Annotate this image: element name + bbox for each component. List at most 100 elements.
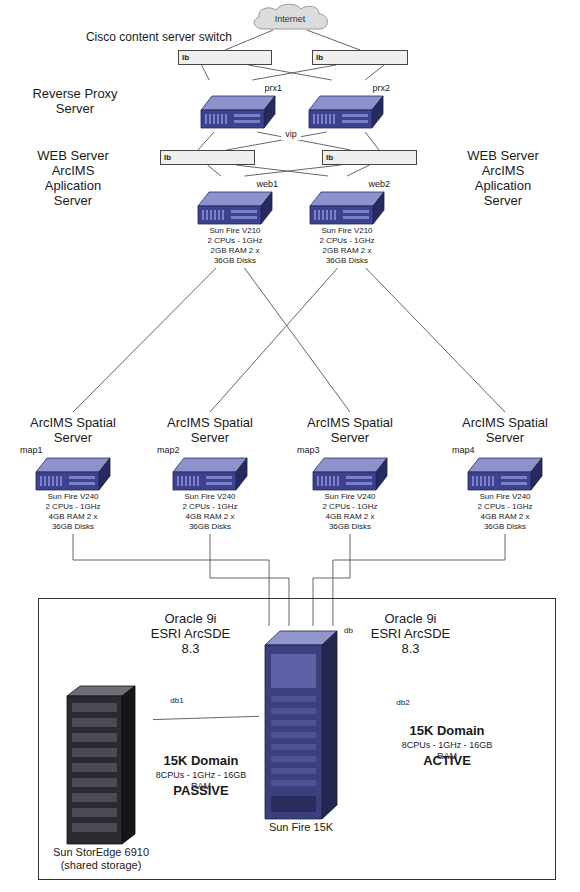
network-link [236, 165, 328, 176]
drive-slot [234, 120, 260, 123]
network-link [249, 65, 332, 80]
server-side [264, 96, 275, 128]
proxy-server: prx1 [190, 80, 286, 132]
network-link [225, 30, 273, 50]
drive-shelf [72, 718, 117, 727]
drive-shelf [72, 748, 117, 757]
content-switch: lb [322, 150, 417, 165]
cabinet-slot [271, 696, 316, 702]
server-vent [52, 476, 54, 486]
network-link [252, 65, 336, 80]
server-vent [484, 476, 486, 486]
cabinet-slot [271, 732, 316, 738]
server-front [313, 472, 376, 490]
software-stack: Oracle 9i ESRI ArcSDE 8.3 [149, 611, 232, 656]
server-label: Sun Fire 15K [259, 821, 343, 834]
domain-title: 15K Domain [391, 723, 503, 738]
storage-array: Sun StorEdge 6910 (shared storage) [49, 681, 153, 874]
server-front [309, 110, 372, 128]
server-vent [56, 476, 58, 486]
drive-slot [346, 476, 372, 479]
server-vent [214, 210, 216, 220]
drive-slot [346, 482, 372, 485]
server-vent [321, 476, 323, 486]
server-top [201, 96, 275, 110]
cloud-outline [254, 4, 327, 29]
drive-shelf [72, 763, 117, 772]
spatial-server: ArcIMS Spatial Servermap4Sun Fire V240 2… [446, 412, 564, 534]
domain-state: PASSIVE [145, 783, 257, 798]
drive-slot [343, 210, 369, 213]
server-vent [317, 114, 319, 124]
domain-state: ACTIVE [391, 753, 503, 768]
drive-shelf [72, 823, 117, 832]
device-caption: Cisco content server switch [52, 30, 232, 44]
server-side [99, 458, 110, 490]
server-vent [329, 114, 331, 124]
server-vent [317, 476, 319, 486]
network-link [257, 132, 350, 150]
server-vent [318, 210, 320, 220]
server-vent [221, 114, 223, 124]
network-link [313, 534, 350, 626]
server-icon [200, 95, 276, 129]
server-top [313, 458, 387, 472]
cluster-boundary: Oracle 9i ESRI ArcSDE 8.3Oracle 9i ESRI … [38, 598, 556, 880]
drive-shelf [72, 703, 117, 712]
server-vent [492, 476, 494, 486]
server-vent [210, 210, 212, 220]
cabinet-slot [271, 756, 316, 762]
drive-slot [342, 114, 368, 117]
web-server: web2Sun Fire V210 2 CPUs - 1GHz 2GB RAM … [300, 176, 394, 268]
server-vent [472, 476, 474, 486]
network-link [347, 165, 370, 176]
network-link [365, 65, 384, 80]
network-link [227, 132, 327, 150]
storage-label: Sun StorEdge 6910 (shared storage) [49, 846, 153, 872]
network-link [307, 30, 360, 50]
server-side [372, 96, 383, 128]
network-link [210, 534, 289, 626]
mainframe-server: Sun Fire 15K [259, 626, 343, 836]
server-vent [197, 476, 199, 486]
content-switch: lb [178, 50, 272, 65]
server-vent [213, 114, 215, 124]
server-vent [333, 114, 335, 124]
hardware-spec: Sun Fire V240 2 CPUs - 1GHz 4GB RAM 2 x … [477, 492, 534, 532]
drive-slot [234, 114, 260, 117]
server-icon [467, 457, 543, 491]
host-name: prx1 [264, 83, 282, 94]
server-icon [35, 457, 111, 491]
network-link [198, 132, 214, 150]
server-side [531, 458, 542, 490]
server-top [310, 192, 384, 206]
cabinet-slot [271, 780, 316, 786]
network-link [365, 132, 379, 150]
server-vent [476, 476, 478, 486]
server-role: ArcIMS Spatial Server [446, 415, 564, 445]
server-vent [218, 210, 220, 220]
drive-shelf [72, 808, 117, 817]
server-vent [177, 476, 179, 486]
server-vent [337, 476, 339, 486]
tier-label: WEB Server ArcIMS Aplication Server [28, 148, 118, 208]
drive-slot [343, 216, 369, 219]
switch-tag: lb [316, 53, 323, 62]
host-name: web1 [256, 179, 278, 190]
internet-cloud: Internet [248, 2, 332, 30]
server-vent [225, 114, 227, 124]
drive-shelf [72, 778, 117, 787]
host-name: map4 [452, 445, 475, 456]
cabinet-slot [271, 768, 316, 774]
server-vent [48, 476, 50, 486]
server-vent [185, 476, 187, 486]
storage-rack-icon [66, 685, 136, 845]
virtual-ip: vip [281, 129, 301, 140]
server-icon [172, 457, 248, 491]
server-front [173, 472, 236, 490]
web-server: web1Sun Fire V210 2 CPUs - 1GHz 2GB RAM … [188, 176, 282, 268]
content-switch: lb [160, 150, 255, 165]
cabinet-base [271, 796, 316, 812]
server-front [198, 206, 261, 224]
cloud-label: Internet [275, 14, 306, 25]
